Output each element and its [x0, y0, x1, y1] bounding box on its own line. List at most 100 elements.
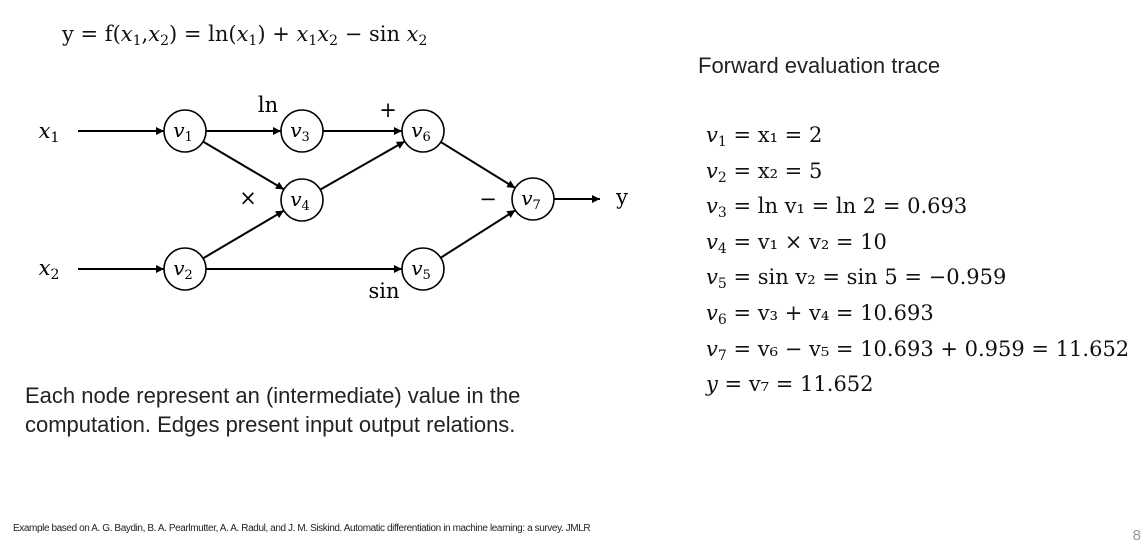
trace-lhs-var: v: [706, 336, 718, 361]
input-label-sub: 1: [50, 130, 59, 146]
trace-title: Forward evaluation trace: [698, 53, 941, 78]
trace-line: v7 = v₆ − v₅ = 10.693 + 0.959 = 11.652: [706, 335, 1129, 371]
formula-var: x: [406, 22, 419, 46]
formula-sub: 2: [160, 33, 169, 49]
formula-text: ,: [141, 22, 149, 46]
op-label-minus: −: [479, 187, 497, 211]
formula-text: y = f(: [62, 22, 121, 46]
trace-rhs: = v₃ + v₄ = 10.693: [726, 300, 934, 325]
node-label-var: v: [521, 186, 533, 210]
citation-footnote: Example based on A. G. Baydin, B. A. Pea…: [13, 523, 591, 534]
trace-lhs-var: v: [706, 265, 718, 290]
trace-lhs-var: v: [706, 158, 718, 183]
trace-lhs-var: v: [706, 123, 718, 147]
trace-rhs: = sin v₂ = sin 5 = −0.959: [726, 265, 1007, 290]
node-label-var: v: [173, 256, 185, 280]
node-v7: [511, 177, 555, 221]
input-label-x1: x1: [39, 119, 60, 146]
op-label-times: ×: [239, 186, 257, 210]
description-line: Each node represent an (intermediate) va…: [25, 383, 521, 408]
node-label-sub: 5: [423, 268, 431, 283]
node-v3: [280, 109, 324, 153]
trace-rhs: = x₂ = 5: [726, 158, 823, 183]
trace-line: v6 = v₃ + v₄ = 10.693: [706, 299, 1129, 335]
node-label-sub: 2: [185, 268, 193, 283]
input-label-x2: x2: [39, 256, 60, 283]
edge-v2-v4: [202, 209, 285, 260]
edge-v6-v7: [440, 141, 516, 189]
node-label-var: v: [290, 187, 302, 211]
formula-var: x: [296, 22, 309, 46]
trace-lhs-var: v: [706, 229, 718, 254]
output-label-y: y: [615, 185, 628, 209]
trace-line: v1 = x₁ = 2: [706, 121, 1129, 157]
node-label-v4: v4: [290, 187, 310, 214]
node-label-v5: v5: [411, 256, 431, 283]
trace-rhs: = ln v₁ = ln 2 = 0.693: [726, 194, 968, 219]
input-label-var: x: [39, 119, 51, 143]
formula-var: x: [148, 22, 161, 46]
graph-description: Each node represent an (intermediate) va…: [25, 381, 585, 439]
node-label-var: v: [411, 256, 423, 280]
node-v1: [163, 109, 207, 153]
formula-sub: 1: [308, 33, 318, 49]
node-label-var: v: [411, 118, 423, 142]
trace-lhs-sub: 6: [717, 311, 727, 328]
op-label-plus: +: [379, 98, 397, 122]
node-label-v1: v1: [173, 118, 193, 145]
input-label-sub: 2: [50, 267, 59, 283]
formula-text: − sin: [338, 22, 407, 46]
node-label-var: v: [173, 118, 185, 142]
op-label-sin: sin: [368, 279, 399, 303]
trace-rhs: = v₇ = 11.652: [717, 372, 874, 397]
trace-lhs-var: y: [706, 372, 718, 397]
trace-rhs: = v₁ × v₂ = 10: [726, 229, 887, 254]
node-label-v7: v7: [521, 186, 541, 213]
formula-var: x: [236, 22, 249, 46]
node-v4: [280, 178, 324, 222]
edge-v4-v6: [319, 140, 406, 191]
edge-v1-v4: [202, 140, 285, 191]
node-v5: [401, 247, 445, 291]
node-v6: [401, 109, 445, 153]
formula-sub: 2: [418, 33, 428, 49]
trace-lhs-sub: 2: [717, 169, 727, 186]
trace-line: v2 = x₂ = 5: [706, 157, 1129, 193]
input-label-var: x: [39, 256, 51, 280]
formula-sub: 2: [329, 33, 339, 49]
node-label-v6: v6: [411, 118, 431, 145]
formula-text: ) +: [257, 22, 297, 46]
trace-lhs-sub: 1: [717, 134, 727, 150]
node-label-sub: 1: [185, 130, 193, 145]
description-line: computation. Edges present input output …: [25, 412, 516, 437]
trace-rhs: = v₆ − v₅ = 10.693 + 0.959 = 11.652: [726, 336, 1130, 361]
formula-var: x: [317, 22, 330, 46]
formula-sub: 1: [248, 33, 258, 49]
node-label-v2: v2: [173, 256, 193, 283]
node-label-sub: 3: [302, 130, 310, 145]
node-label-sub: 4: [302, 199, 310, 214]
formula-text: ) = ln(: [169, 22, 237, 46]
op-label-ln: ln: [258, 93, 278, 117]
formula-sub: 1: [132, 33, 142, 49]
edge-v5-v7: [440, 209, 516, 259]
trace-line: v4 = v₁ × v₂ = 10: [706, 228, 1129, 264]
trace-line: v5 = sin v₂ = sin 5 = −0.959: [706, 263, 1129, 299]
node-label-var: v: [290, 118, 302, 142]
trace-lhs-sub: 4: [717, 240, 727, 257]
trace-lhs-sub: 7: [717, 347, 727, 364]
node-v2: [163, 247, 207, 291]
trace-lhs-var: v: [706, 194, 718, 219]
trace-lhs-sub: 3: [717, 205, 727, 222]
node-label-sub: 7: [533, 198, 541, 213]
node-label-sub: 6: [423, 130, 431, 145]
trace-lhs-var: v: [706, 300, 718, 325]
trace-line: y = v₇ = 11.652: [706, 370, 1129, 399]
function-formula: y = f(x1,x2) = ln(x1) + x1x2 − sin x2: [62, 22, 427, 49]
trace-lhs-sub: 5: [717, 276, 727, 293]
formula-var: x: [120, 22, 133, 46]
page-number: 8: [1132, 527, 1141, 544]
trace-rhs: = x₁ = 2: [726, 123, 823, 147]
